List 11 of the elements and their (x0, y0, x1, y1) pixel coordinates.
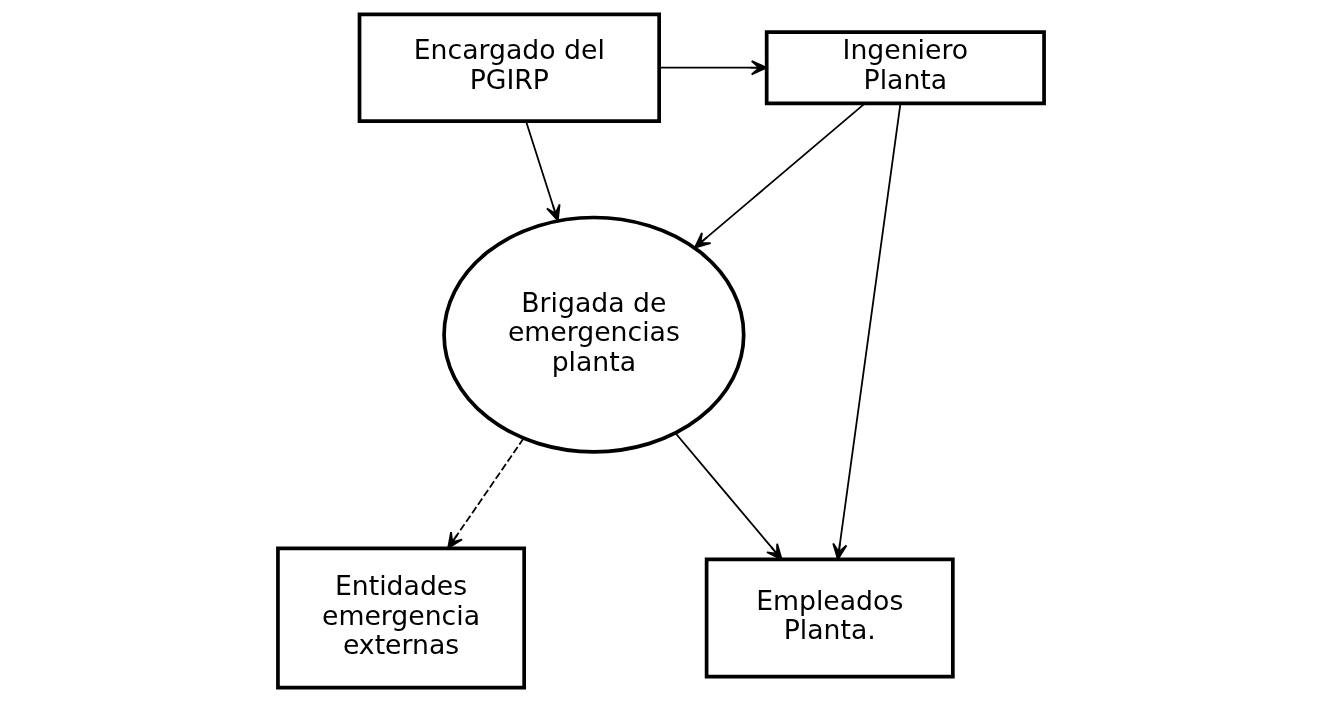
arrow (447, 437, 525, 549)
arrow (694, 102, 866, 249)
node-box: Ingeniero Planta (764, 30, 1046, 106)
node-ellipse: Brigada de emergencias planta (442, 215, 746, 454)
node-box: Encargado del PGIRP (357, 12, 661, 123)
arrow (525, 120, 561, 222)
arrow (674, 432, 783, 561)
arrow (832, 102, 902, 561)
node-box: Empleados Planta. (704, 557, 955, 679)
arrow (658, 60, 768, 76)
node-box: Entidades emergencia externas (276, 546, 526, 690)
